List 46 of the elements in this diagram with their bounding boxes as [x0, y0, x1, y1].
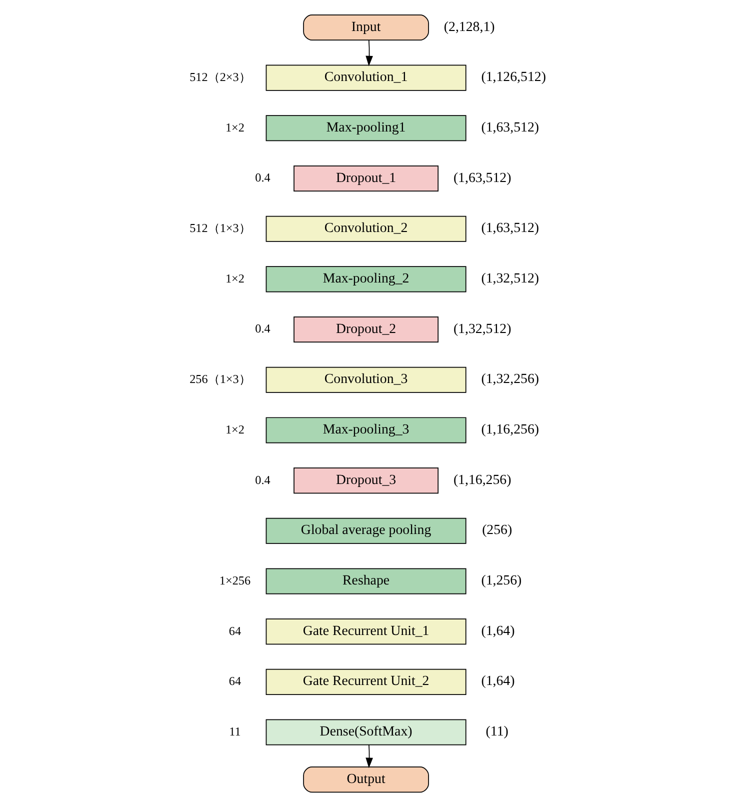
node-box: Gate Recurrent Unit_2	[265, 668, 466, 695]
node-label: (1,32,512)	[452, 322, 511, 337]
node-label: (2,128,1)	[443, 20, 494, 35]
node-label: 11	[228, 724, 240, 738]
node-box: Convolution_2	[265, 216, 466, 242]
node-label: 1×2	[224, 120, 244, 134]
node-label: (1,126,512)	[480, 70, 546, 86]
node-label: 1×256	[218, 573, 250, 588]
node-label: (1,64)	[480, 674, 514, 690]
node-label: (1,63,512)	[480, 221, 539, 236]
node-label: (1,32,512)	[480, 271, 539, 286]
node-box: Dropout_2	[293, 316, 438, 343]
node-box: Reshape	[265, 568, 466, 594]
node-box: Input	[302, 14, 428, 40]
node-label: 256（1×3）	[189, 372, 250, 386]
node-box: Max-pooling_2	[265, 266, 466, 292]
node-label: 1×2	[224, 422, 244, 436]
node-label: 0.4	[254, 322, 270, 336]
node-box: Convolution_3	[265, 366, 466, 393]
node-box: Output	[302, 766, 428, 793]
node-label: 64	[228, 624, 241, 638]
node-box: Max-pooling_3	[265, 417, 466, 444]
node-box: Gate Recurrent Unit_1	[265, 618, 466, 645]
node-box: Dropout_1	[293, 165, 438, 192]
node-box: Dropout_3	[293, 468, 438, 494]
arrow	[365, 40, 372, 66]
node-label: 0.4	[254, 472, 270, 487]
node-label: 512（1×3）	[189, 221, 250, 236]
node-label: (1,256)	[480, 574, 522, 589]
node-label: (11)	[485, 724, 508, 740]
node-box: Max-pooling1	[265, 115, 466, 142]
node-box: Global average pooling	[265, 518, 466, 544]
node-label: (1,63,512)	[452, 170, 511, 186]
node-label: (1,16,256)	[452, 472, 511, 488]
arrow	[365, 744, 372, 768]
node-label: (1,16,256)	[480, 422, 539, 438]
node-box: Convolution_1	[265, 64, 466, 91]
node-label: (1,63,512)	[480, 120, 539, 136]
node-label: 1×2	[224, 271, 244, 286]
node-label: 64	[228, 674, 241, 688]
node-label: (1,32,256)	[480, 372, 539, 388]
node-label: 512（2×3）	[189, 70, 250, 84]
node-label: (1,64)	[480, 624, 514, 639]
node-label: (256)	[482, 523, 512, 538]
node-label: 0.4	[254, 170, 270, 185]
node-box: Dense(SoftMax)	[265, 719, 466, 746]
